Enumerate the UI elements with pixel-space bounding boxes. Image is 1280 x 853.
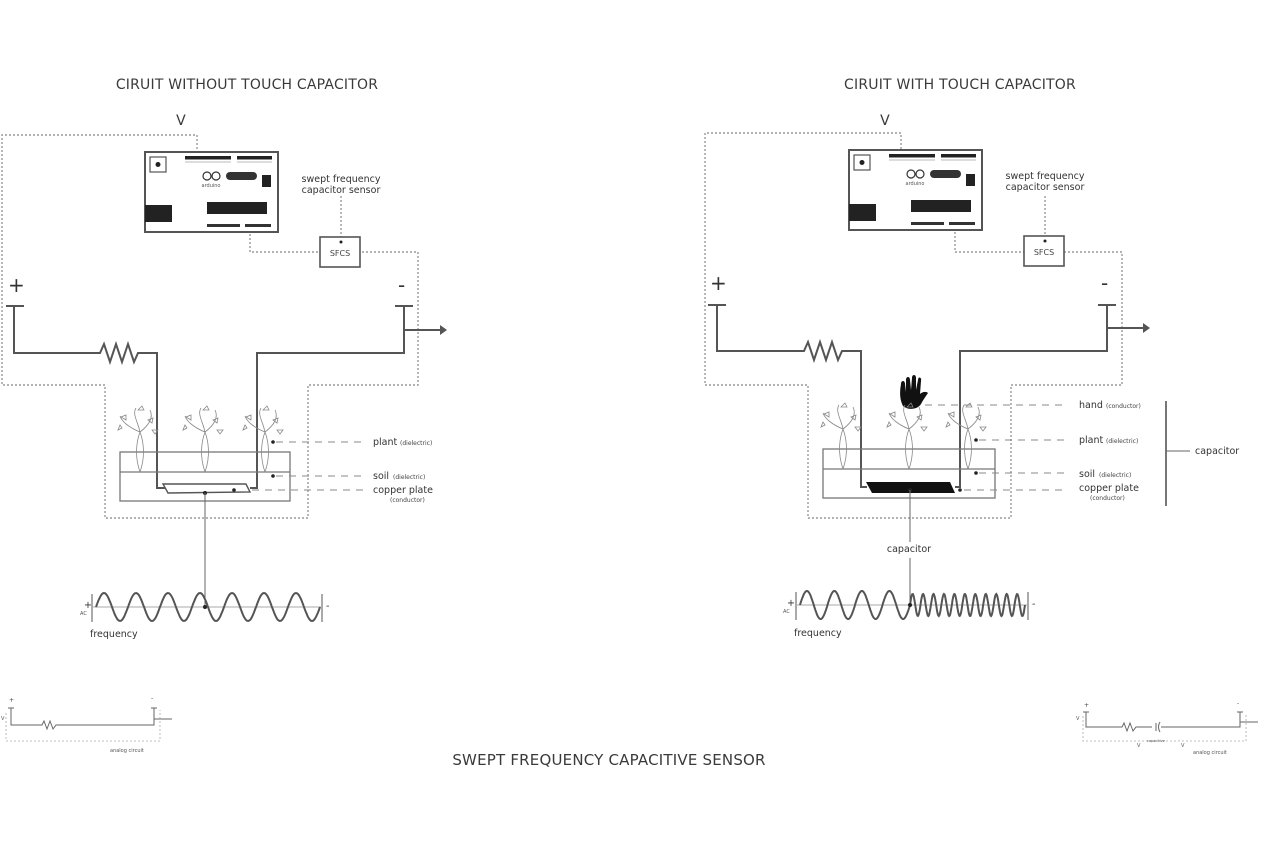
wave-path [95,591,321,623]
sfcs-box: SFCS [1023,235,1065,267]
svg-text:V: V [1181,743,1185,749]
minus-terminal-label: - [1101,271,1108,295]
svg-text:+: + [9,697,14,704]
output-arrow-icon [440,325,447,335]
sfcs-box: SFCS [319,236,361,268]
arduino-logo-icon [202,171,212,181]
ac-plus: + [84,600,92,611]
sensor-caption-1: swept frequency [302,174,381,185]
svg-text:+: + [1084,702,1089,709]
circuit-wire-left [716,305,867,488]
arduino-board: arduino [144,151,279,233]
plant-label: plant [373,437,398,448]
soil-note: (dielectric) [393,474,425,481]
svg-text:V: V [1076,716,1080,722]
panel-with-touch: CIRUIT WITH TOUCH CAPACITOR V arduino sw… [704,77,1258,756]
sensor-caption-2: capacitor sensor [1006,182,1085,193]
mini-analog-circuit: + - V analog circuit [1,695,172,754]
diagram-title: SWEPT FREQUENCY CAPACITIVE SENSOR [452,751,765,769]
svg-text:analog circuit: analog circuit [1193,750,1227,756]
frequency-label: frequency [794,628,842,639]
dotted-signal-loop [704,132,1123,519]
svg-text:V: V [1,716,5,722]
capacitor-bracket-label: capacitor [1195,446,1239,457]
sensor-caption-2: capacitor sensor [302,185,381,196]
plus-terminal-label: + [8,273,25,297]
svg-text:SFCS: SFCS [1034,248,1054,257]
svg-text:capacitive: capacitive [1147,739,1165,743]
hand-note: (conductor) [1106,403,1141,410]
copper-note: (conductor) [1090,495,1125,502]
dotted-signal-loop [1,134,419,519]
capacitor-bracket [1165,401,1190,506]
ac-label: AC [783,609,790,615]
dotted-board-to-sensor [249,230,318,253]
capacitor-label: capacitor [887,544,931,555]
svg-text:V: V [1137,743,1141,749]
ac-waveform [795,590,1029,620]
minus-terminal-label: - [398,273,405,297]
ac-label: AC [80,611,87,617]
dotted-board-to-sensor [954,228,1024,253]
copper-note: (conductor) [390,497,425,504]
panel-title: CIRUIT WITHOUT TOUCH CAPACITOR [116,77,378,93]
hand-icon [900,375,928,409]
copper-label: copper plate [1079,483,1139,494]
board-logo-text: arduino [906,181,925,187]
soil-note: (dielectric) [1099,472,1131,479]
svg-text:analog circuit: analog circuit [110,748,144,754]
ac-minus: - [1032,599,1035,610]
svg-text:-: - [1237,700,1239,707]
plant-label: plant [1079,435,1104,446]
voltage-label: V [176,113,186,129]
output-arrow-icon [1143,323,1150,333]
arduino-board: arduino [848,149,983,231]
ac-waveform [91,591,323,623]
panel-without-touch: CIRUIT WITHOUT TOUCH CAPACITOR V arduino… [1,77,447,754]
plant-icons [117,405,284,473]
copper-plate [161,483,252,494]
circuit-wire-right [250,306,405,489]
copper-label: copper plate [373,485,433,496]
arduino-logo-icon [906,169,916,179]
soil-label: soil [373,471,389,482]
ac-plus: + [787,598,795,609]
ac-minus: - [326,601,329,612]
panel-title: CIRUIT WITH TOUCH CAPACITOR [844,77,1076,93]
svg-text:-: - [151,695,153,702]
sensor-caption-1: swept frequency [1006,171,1085,182]
circuit-wire-right [955,305,1108,488]
plant-note: (dielectric) [400,440,432,447]
mini-analog-circuit: + - V V capacitive V analog circuit [1076,700,1258,756]
board-logo-text: arduino [202,183,221,189]
soil-label: soil [1079,469,1095,480]
circuit-wire-left [13,306,165,489]
frequency-label: frequency [90,629,138,640]
svg-text:SFCS: SFCS [330,249,350,258]
plus-terminal-label: + [710,271,727,295]
voltage-label: V [880,113,890,129]
wave-path [799,590,1026,620]
copper-plate [866,482,955,493]
plant-icons [820,402,987,470]
hand-label: hand [1079,400,1103,411]
plant-note: (dielectric) [1106,438,1138,445]
